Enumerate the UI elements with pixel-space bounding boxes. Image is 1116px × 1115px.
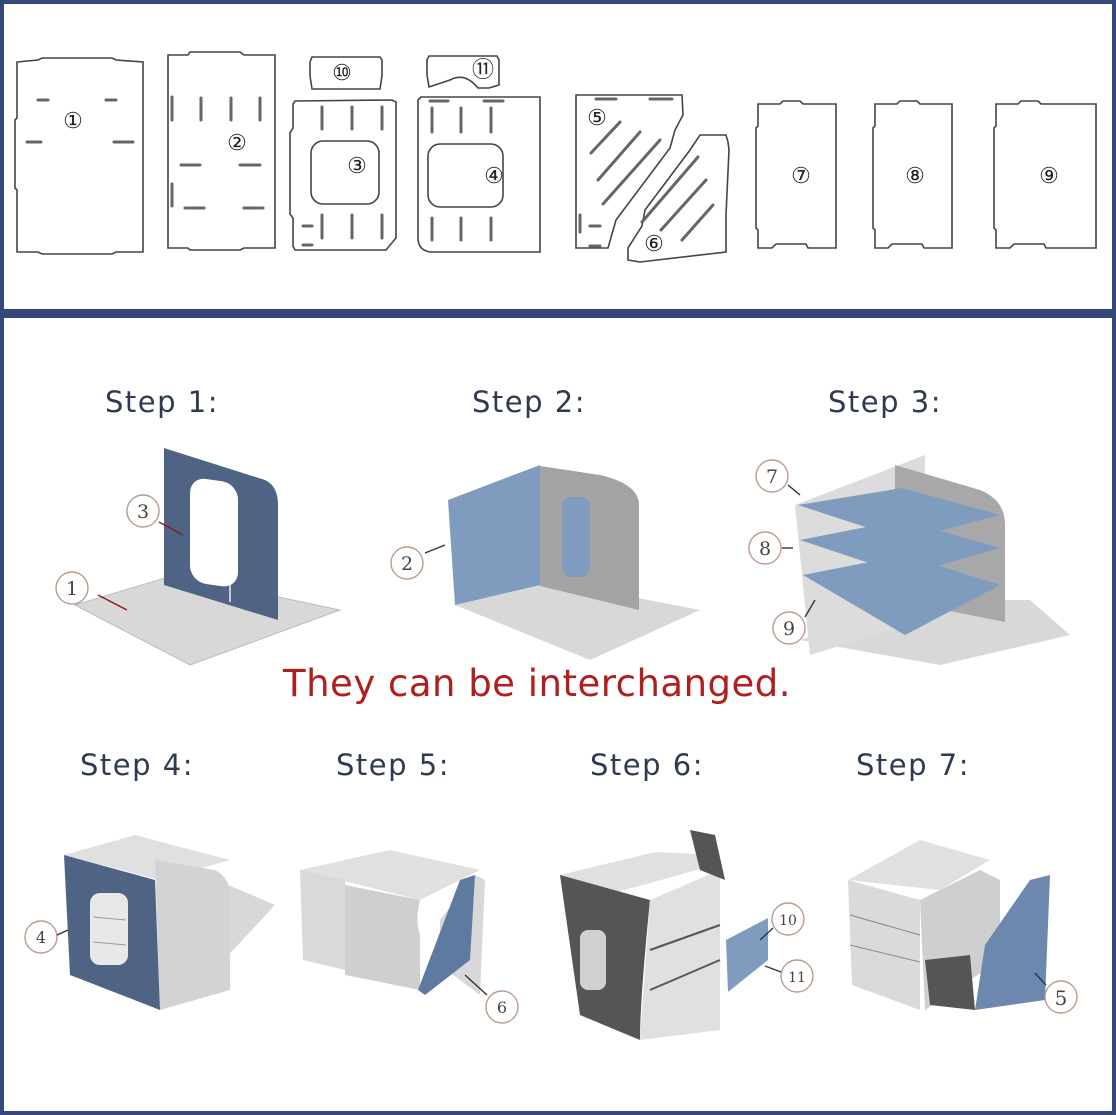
part-9-outline	[993, 100, 1097, 249]
part-8-outline	[872, 100, 953, 249]
part-11-label: ⑪	[472, 58, 494, 83]
part-5-outline	[575, 94, 684, 249]
part-8-label: ⑧	[905, 164, 925, 189]
step-3-title: Step 3:	[828, 385, 942, 419]
step-7-title: Step 7:	[856, 748, 970, 782]
step-4-title: Step 4:	[80, 748, 194, 782]
part-10-label: ⑩	[332, 61, 352, 86]
step-1-title: Step 1:	[105, 385, 219, 419]
parts-layout-drawing: ① ② ③ ④ ⑤ ⑥ ⑦ ⑧ ⑨ ⑩ ⑪	[14, 51, 1097, 263]
interchangeable-note: They can be interchanged.	[283, 662, 792, 705]
part-3-label: ③	[347, 154, 367, 179]
part-4-label: ④	[484, 164, 504, 189]
part-4-outline	[417, 96, 541, 253]
part-3-outline	[289, 99, 397, 251]
assembly-steps-panel	[0, 314, 1116, 1115]
parts-layout-panel: ① ② ③ ④ ⑤ ⑥ ⑦ ⑧ ⑨ ⑩ ⑪	[0, 0, 1116, 314]
part-1-label: ①	[63, 109, 83, 134]
part-9-label: ⑨	[1039, 164, 1059, 189]
part-2-outline	[167, 51, 276, 251]
step-6-title: Step 6:	[590, 748, 704, 782]
part-7-outline	[755, 100, 837, 249]
part-2-label: ②	[227, 131, 247, 156]
part-11-outline	[426, 55, 500, 89]
part-1-outline	[14, 57, 144, 255]
part-6-label: ⑥	[644, 232, 664, 257]
part-5-label: ⑤	[587, 106, 607, 131]
part-6-outline	[627, 134, 730, 263]
part-10-outline	[309, 56, 383, 90]
step-5-title: Step 5:	[336, 748, 450, 782]
part-7-label: ⑦	[791, 164, 811, 189]
step-2-title: Step 2:	[472, 385, 586, 419]
